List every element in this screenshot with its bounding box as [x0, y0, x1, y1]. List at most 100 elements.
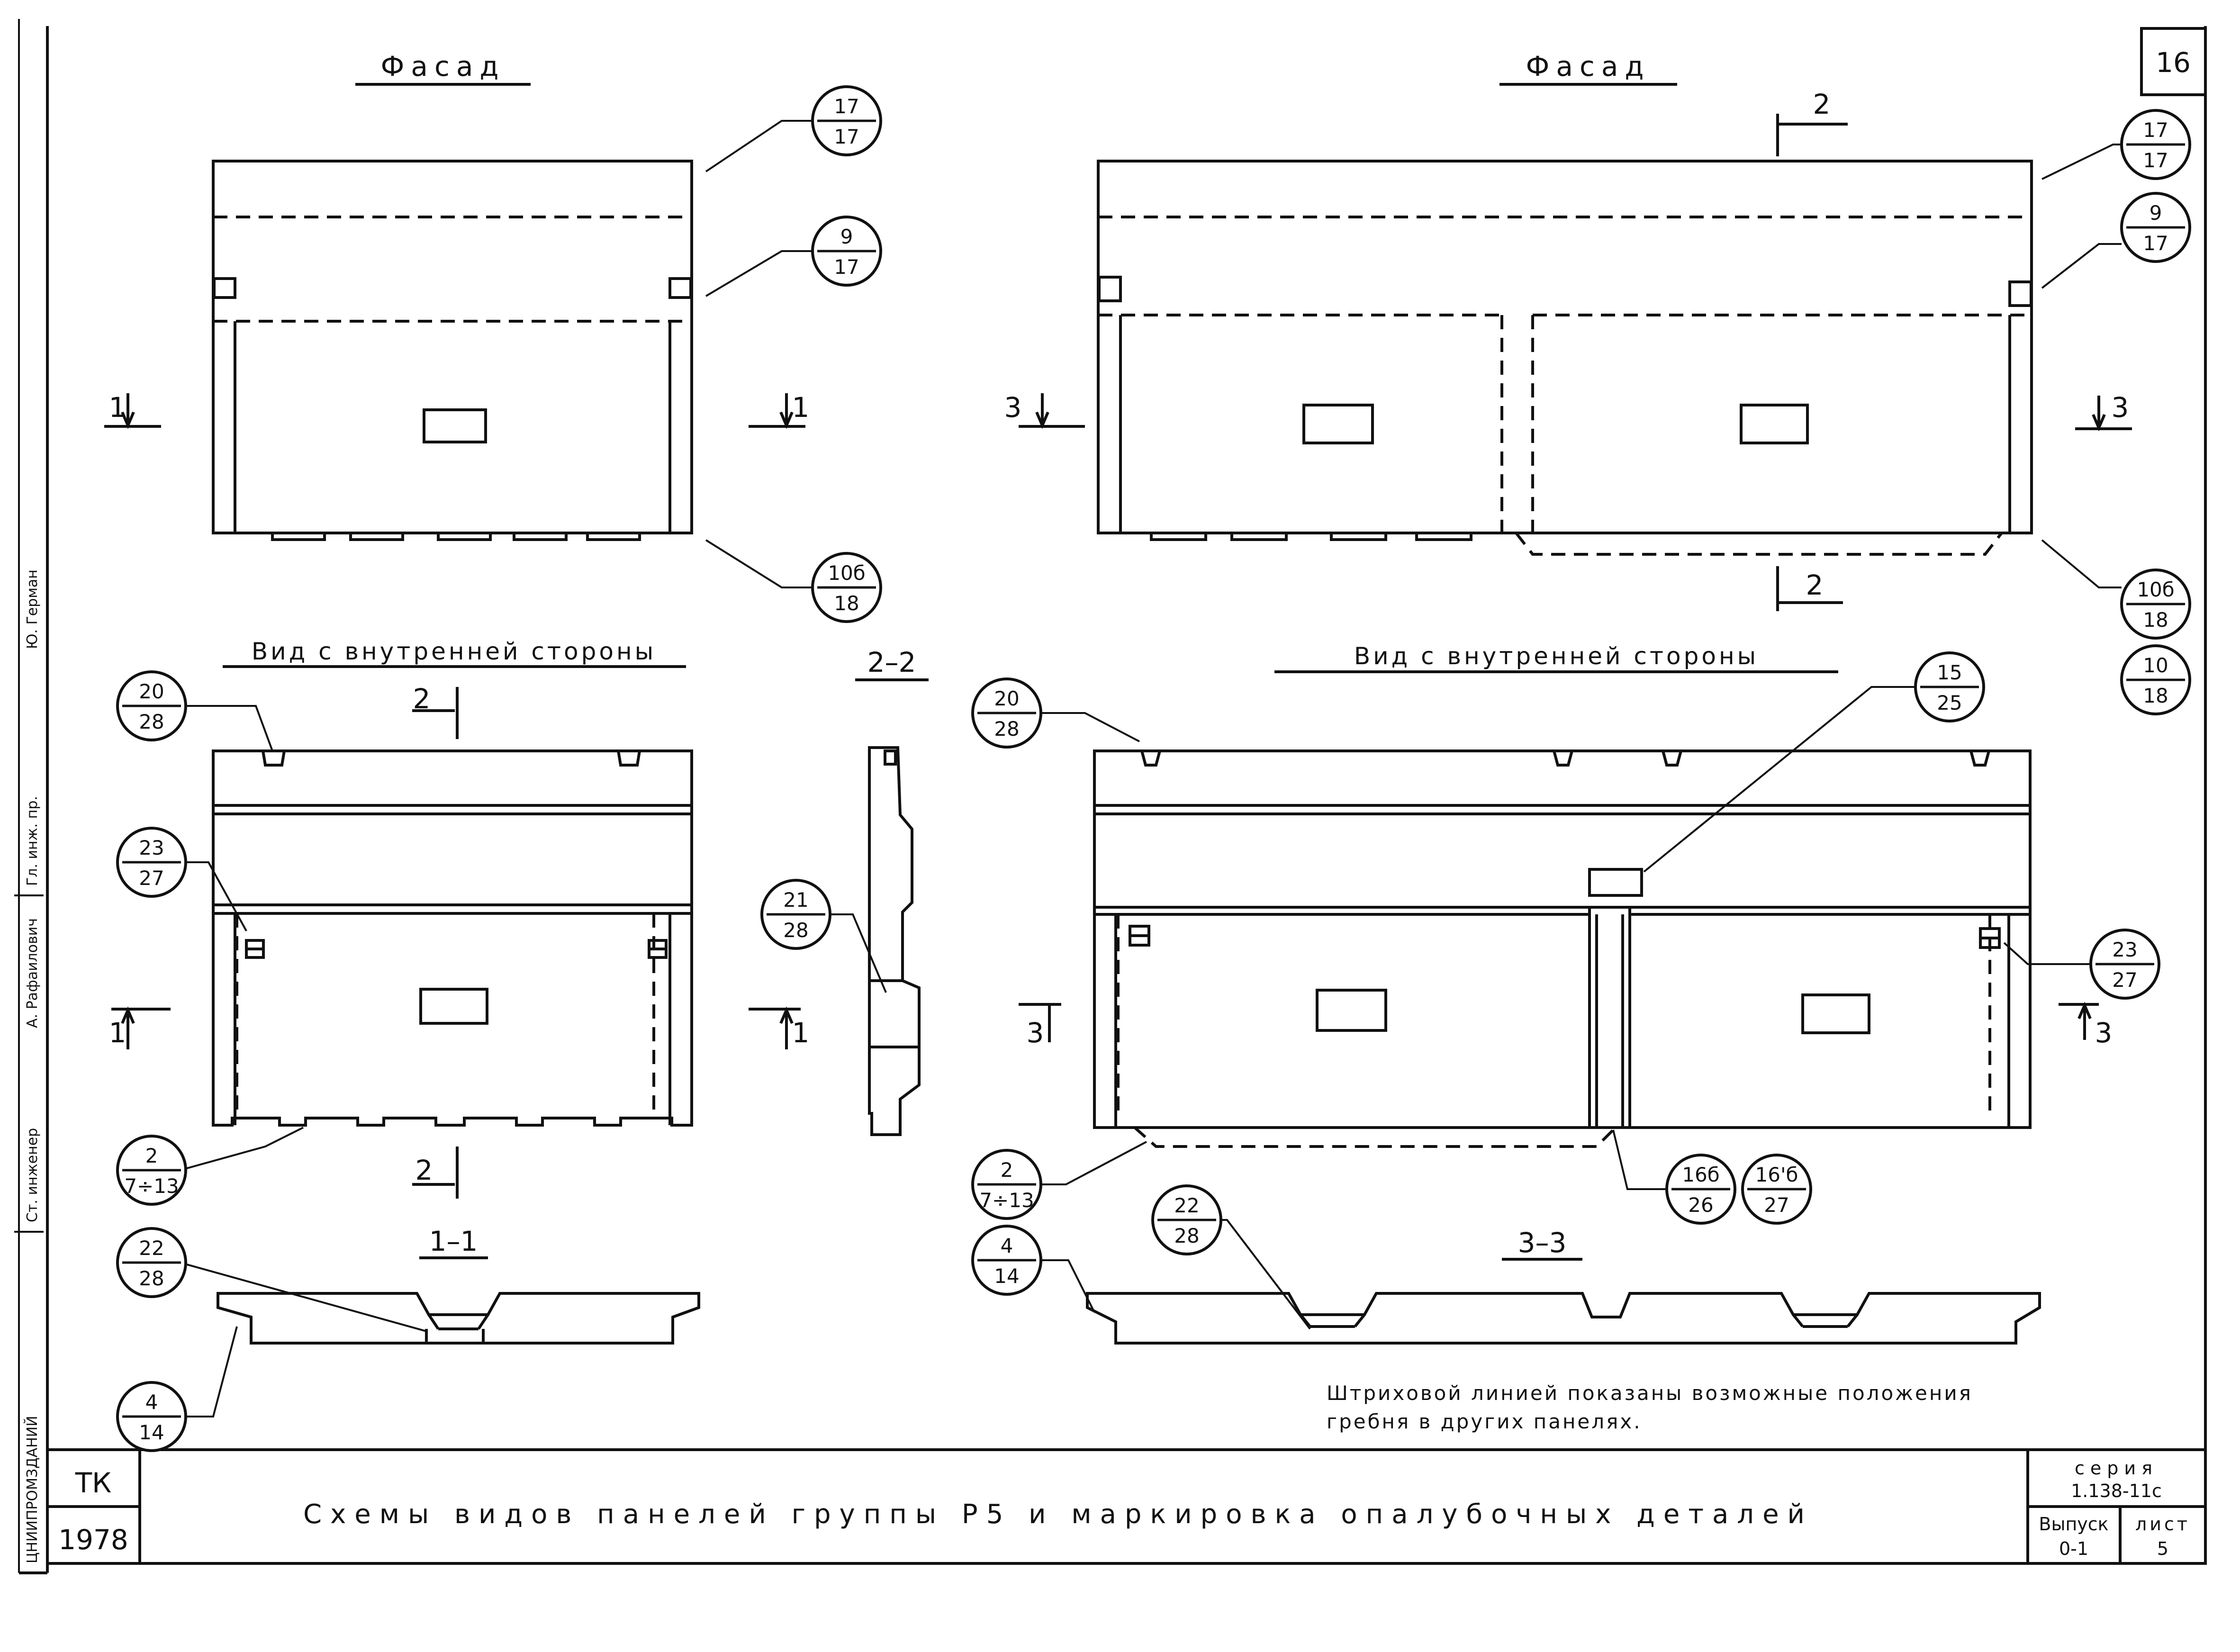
bubble-22-28-left: 22 28 — [117, 1228, 186, 1297]
cut-3-right-marker — [2075, 396, 2132, 432]
cut-3-label-right: 3 — [2112, 391, 2129, 424]
bubble-10-18-right: 10 18 — [2122, 646, 2190, 714]
svg-text:22: 22 — [139, 1237, 164, 1260]
left-inner-view-panel — [212, 749, 693, 1127]
svg-text:21: 21 — [783, 888, 808, 912]
bubble-2-7-13-right: 2 7÷13 — [973, 1150, 1041, 1219]
svg-text:28: 28 — [139, 1267, 164, 1290]
svg-text:17: 17 — [834, 255, 859, 279]
bubble-22-28-right: 22 28 — [1153, 1186, 1221, 1254]
side-stamp: ЦНИИПРОМЗДАНИЙ Ст. инженер А. Рафаилович… — [14, 19, 44, 1573]
bubble-23-27-left: 23 27 — [117, 828, 186, 896]
side-stamp-name-2: Ю. Герман — [24, 569, 41, 649]
bubble-17-17-right: 17 17 — [2122, 110, 2190, 179]
svg-text:27: 27 — [139, 867, 164, 890]
svg-text:4: 4 — [1001, 1234, 1013, 1257]
svg-text:9: 9 — [840, 225, 853, 248]
right-facade-panel — [1097, 160, 2033, 556]
svg-text:22: 22 — [1174, 1194, 1199, 1217]
svg-text:14: 14 — [139, 1421, 164, 1444]
svg-text:15: 15 — [1937, 661, 1962, 684]
svg-text:10б: 10б — [2137, 578, 2174, 601]
svg-text:27: 27 — [2112, 968, 2137, 992]
title-block-year: 1978 — [58, 1524, 128, 1556]
right-facade-title: Фасад — [1526, 50, 1650, 82]
title-block-frame — [46, 1448, 2207, 1565]
svg-text:26: 26 — [1688, 1193, 1713, 1217]
cut-1-inner-label-right: 1 — [792, 1017, 810, 1049]
svg-text:28: 28 — [1174, 1224, 1199, 1247]
cut-3-inner-right — [2059, 1002, 2099, 1040]
bubble-4-14-right: 4 14 — [973, 1226, 1041, 1294]
bubble-23-27-right: 23 27 — [2091, 930, 2159, 998]
svg-text:28: 28 — [139, 710, 164, 733]
svg-text:17: 17 — [834, 95, 859, 118]
svg-text:23: 23 — [2112, 938, 2137, 961]
right-inner-view-title: Вид с внутренней стороны — [1354, 642, 1759, 670]
cut-2-top-marker — [1776, 114, 1848, 156]
svg-text:25: 25 — [1937, 691, 1962, 714]
cut-2-label-top: 2 — [1813, 88, 1831, 120]
section-3-3-title: 3–3 — [1518, 1227, 1567, 1259]
svg-text:28: 28 — [994, 717, 1019, 740]
bubble-16b-26: 16б 26 — [1667, 1155, 1735, 1223]
bubble-15-25: 15 25 — [1915, 653, 1984, 721]
cut-1-right-marker — [749, 393, 805, 429]
sheet-value: 5 — [2157, 1538, 2168, 1559]
svg-text:10: 10 — [2143, 654, 2168, 677]
bubble-10b-18-left: 10б 18 — [813, 553, 881, 622]
drawing-title: Схемы видов панелей группы Р5 и маркиров… — [303, 1499, 1813, 1530]
svg-text:20: 20 — [994, 687, 1019, 710]
svg-text:17: 17 — [2143, 118, 2168, 142]
bubble-9-17-right: 9 17 — [2122, 193, 2190, 262]
bubble-9-17-left: 9 17 — [813, 217, 881, 285]
section-2-2-title: 2–2 — [867, 646, 916, 678]
section-3-3-profile — [1086, 1292, 2041, 1345]
cut-2-inner-bottom — [412, 1146, 459, 1199]
svg-text:10б: 10б — [828, 561, 865, 585]
cut-1-left-marker — [104, 393, 161, 429]
side-stamp-role-2: Гл. инж. пр. — [24, 796, 41, 886]
cut-2-bottom-marker — [1776, 566, 1843, 611]
bubble-10b-18-right: 10б 18 — [2122, 570, 2190, 638]
issue-value: 0-1 — [2059, 1538, 2088, 1559]
bubble-16pb-27: 16'б 27 — [1743, 1155, 1811, 1223]
cut-1-label-left: 1 — [109, 391, 126, 424]
svg-text:9: 9 — [2150, 201, 2162, 225]
bubble-17-17-left: 17 17 — [813, 87, 881, 155]
right-inner-view-panel — [1093, 749, 2032, 1148]
cut-2-inner-label-bottom: 2 — [415, 1154, 433, 1186]
section-2-2-profile — [868, 746, 921, 1136]
cut-1-inner-left — [111, 1006, 171, 1049]
svg-text:20: 20 — [139, 680, 164, 703]
svg-text:28: 28 — [783, 919, 808, 942]
bubble-20-28-left: 20 28 — [117, 672, 186, 740]
svg-text:17: 17 — [2143, 149, 2168, 172]
left-facade-panel — [212, 160, 693, 541]
cut-3-left-marker — [1019, 393, 1085, 429]
svg-text:16'б: 16'б — [1755, 1163, 1798, 1186]
svg-text:2: 2 — [145, 1144, 158, 1167]
bubble-20-28-right: 20 28 — [973, 679, 1041, 747]
series-value: 1.138-11с — [2071, 1480, 2162, 1501]
issue-label: Выпуск — [2039, 1514, 2108, 1535]
cut-3-inner-label-right: 3 — [2095, 1017, 2113, 1049]
svg-text:4: 4 — [145, 1390, 158, 1414]
cut-2-inner-label-top: 2 — [413, 683, 431, 715]
svg-text:14: 14 — [994, 1264, 1019, 1288]
note-line-1: Штриховой линией показаны возможные поло… — [1327, 1381, 1973, 1405]
side-stamp-org: ЦНИИПРОМЗДАНИЙ — [24, 1416, 41, 1563]
svg-text:17: 17 — [2143, 232, 2168, 255]
series-label: серия — [2075, 1458, 2158, 1479]
sheet-label: лист — [2135, 1514, 2190, 1535]
note-line-2: гребня в других панелях. — [1327, 1410, 1642, 1433]
svg-text:17: 17 — [834, 125, 859, 148]
left-facade-title: Фасад — [380, 50, 505, 82]
svg-text:7÷13: 7÷13 — [979, 1189, 1034, 1212]
svg-text:2: 2 — [1001, 1158, 1013, 1182]
sheet-frame — [19, 26, 2207, 1574]
side-stamp-role-1: Ст. инженер — [24, 1128, 41, 1222]
sheet-number-box — [2140, 27, 2207, 96]
bubble-2-7-13-left: 2 7÷13 — [117, 1136, 186, 1204]
